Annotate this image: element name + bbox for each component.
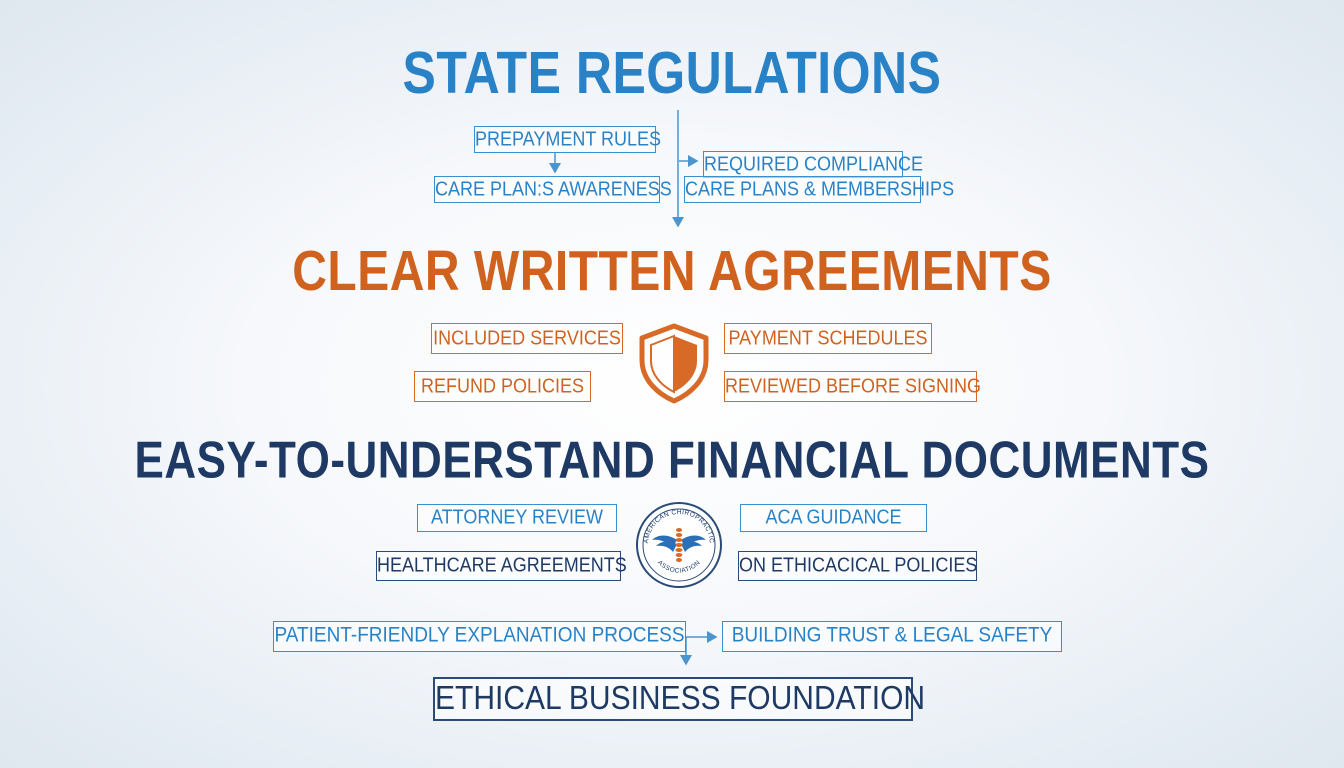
care-plan-awareness-label: CARE PLAN:S AWARENESS [435,177,672,201]
clear-agreements-title: CLEAR WRITTEN AGREEMENTS [292,240,1052,303]
patient-friendly-process-box: PATIENT-FRIENDLY EXPLANATION PROCESS [273,621,686,652]
attorney-review-box: ATTORNEY REVIEW [417,504,617,532]
state-regulations-title: STATE REGULATIONS [402,39,942,107]
care-plans-memberships-box: CARE PLANS & MEMBERSHIPS [684,176,954,203]
healthcare-agreements-label: HEALTHCARE AGREEMENTS [377,553,627,577]
ethical-foundation-box: ETHICAL BUSINESS FOUNDATION [433,677,925,721]
trust-legal-safety-label: BUILDING TRUST & LEGAL SAFETY [731,623,1053,648]
payment-schedules-label: PAYMENT SCHEDULES [728,326,928,350]
trust-legal-safety-box: BUILDING TRUST & LEGAL SAFETY [722,621,1062,652]
care-plan-awareness-box: CARE PLAN:S AWARENESS [434,176,672,203]
refund-policies-label: REFUND POLICIES [420,374,585,398]
attorney-review-label: ATTORNEY REVIEW [430,505,604,529]
required-compliance-box: REQUIRED COMPLIANCE [703,151,923,178]
included-services-label: INCLUDED SERVICES [433,326,621,350]
reviewed-before-signing-label: REVIEWED BEFORE SIGNING [725,374,982,398]
chiropractic-seal-icon: AMERICAN CHIROPRACTIC ASSOCIATION [636,502,722,588]
shield-icon [639,323,709,404]
included-services-box: INCLUDED SERVICES [431,323,623,354]
required-compliance-label: REQUIRED COMPLIANCE [704,152,924,176]
payment-schedules-box: PAYMENT SCHEDULES [724,323,932,354]
refund-policies-box: REFUND POLICIES [414,371,591,402]
aca-guidance-label: ACA GUIDANCE [765,505,902,529]
care-plans-memberships-label: CARE PLANS & MEMBERSHIPS [685,177,955,201]
reviewed-before-signing-box: REVIEWED BEFORE SIGNING [724,371,981,402]
healthcare-agreements-box: HEALTHCARE AGREEMENTS [376,551,627,581]
ethical-policies-label: ON ETHICACICAL POLICIES [739,553,978,577]
prepayment-rules-box: PREPAYMENT RULES [474,126,661,153]
financial-documents-title: EASY-TO-UNDERSTAND FINANCIAL DOCUMENTS [134,431,1210,490]
prepayment-rules-label: PREPAYMENT RULES [475,127,662,151]
ethical-policies-box: ON ETHICACICAL POLICIES [738,551,977,581]
ethical-foundation-label: ETHICAL BUSINESS FOUNDATION [435,679,926,717]
patient-friendly-process-label: PATIENT-FRIENDLY EXPLANATION PROCESS [274,623,685,648]
aca-guidance-box: ACA GUIDANCE [740,504,927,532]
